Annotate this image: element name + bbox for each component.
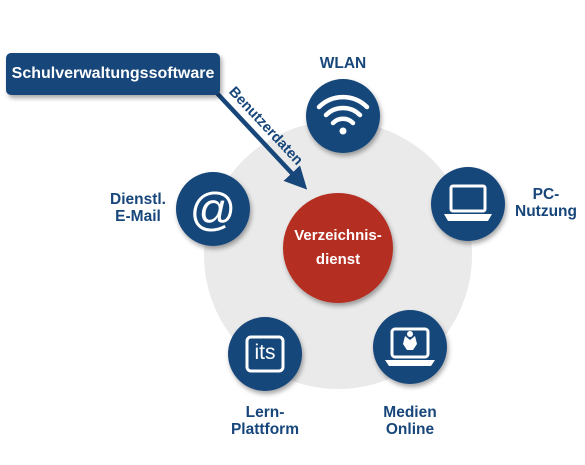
wlan-label-line1: WLAN	[319, 55, 367, 72]
pc-node-button[interactable]	[431, 167, 505, 241]
medien-label-line1: Medien	[383, 404, 437, 421]
center-node-label: Verzeichnis- dienst	[283, 224, 393, 272]
software-source-box[interactable]: Schulverwaltungssoftware	[6, 53, 220, 95]
center-node-circle	[283, 193, 393, 303]
software-source-label: Schulverwaltungssoftware	[11, 65, 215, 82]
its-logo-text: its	[254, 341, 276, 364]
medien-label-line2: Online	[385, 421, 435, 438]
wlan-label: WLAN	[313, 55, 373, 72]
email-label-line2: E-Mail	[115, 208, 161, 225]
node-lern	[228, 317, 302, 391]
at-sign-icon: @	[189, 183, 237, 235]
node-wlan	[306, 79, 380, 153]
wlan-node-button[interactable]	[306, 79, 380, 153]
media-laptop-icon	[385, 327, 435, 366]
lern-label-line1: Lern-	[245, 404, 285, 421]
lern-label-line2: Plattform	[230, 421, 300, 438]
node-medien	[373, 310, 447, 384]
laptop-icon	[444, 184, 492, 221]
its-logo-icon	[245, 335, 285, 373]
wifi-icon	[316, 94, 370, 135]
medien-node-button[interactable]	[373, 310, 447, 384]
center-label-line2: dienst	[315, 251, 361, 268]
medien-label: Medien Online	[372, 404, 448, 438]
pc-label: PC- Nutzung	[509, 186, 583, 220]
pc-label-line1: PC-	[532, 186, 560, 203]
email-label: Dienstl. E-Mail	[100, 191, 176, 225]
node-pc	[431, 167, 505, 241]
lern-label: Lern- Plattform	[222, 404, 308, 438]
center-label-line1: Verzeichnis-	[294, 227, 382, 244]
node-email	[176, 172, 250, 246]
data-flow-arrow	[212, 88, 308, 190]
pc-label-line2: Nutzung	[515, 203, 577, 220]
email-label-line1: Dienstl.	[110, 191, 166, 208]
